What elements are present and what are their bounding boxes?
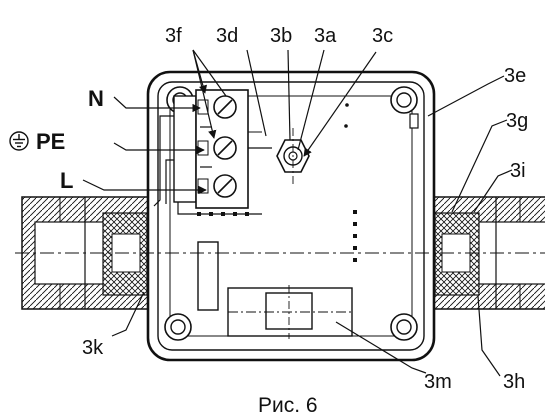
callout-3a: 3a <box>314 25 337 47</box>
protective-earth-icon <box>9 131 29 151</box>
left-cable-gland <box>21 196 153 310</box>
callout-3k: 3k <box>82 337 104 359</box>
label-neutral: N <box>88 86 104 111</box>
callout-3g: 3g <box>506 110 528 132</box>
callout-3e: 3e <box>504 65 526 87</box>
callout-3m: 3m <box>424 371 452 393</box>
corner-screw-bottom-right <box>390 313 418 341</box>
label-line: L <box>60 168 73 193</box>
label-protective-earth: PE <box>36 129 65 154</box>
central-nut <box>248 128 310 184</box>
callout-3h: 3h <box>503 371 525 393</box>
contact-dots-column <box>353 210 357 262</box>
housing-inner <box>157 81 425 351</box>
corner-screw-bottom-left <box>164 313 192 341</box>
callout-3b: 3b <box>270 25 292 47</box>
callout-3i: 3i <box>510 160 526 182</box>
callout-3f: 3f <box>165 25 182 47</box>
wires <box>153 115 174 207</box>
contact-dots-row <box>197 212 249 216</box>
callout-3c: 3c <box>372 25 393 47</box>
figure-caption: Рис. 6 <box>258 394 318 417</box>
side-component <box>197 241 219 311</box>
mounting-slot-3m <box>227 285 353 339</box>
leader-lines <box>82 49 513 377</box>
corner-screw-top-right <box>390 86 418 114</box>
callout-3d: 3d <box>216 25 238 47</box>
